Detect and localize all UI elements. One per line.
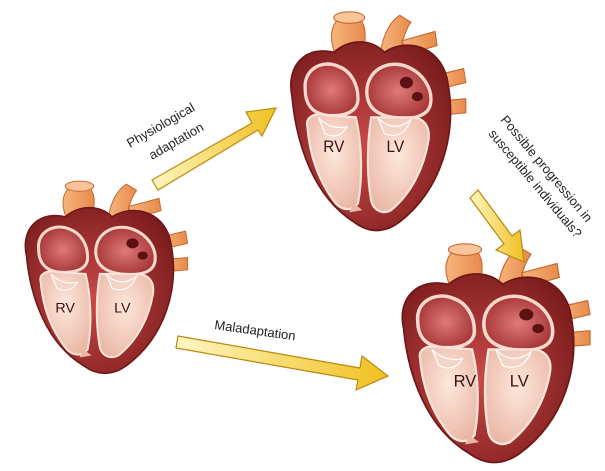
maladaptive-rv-label: RV xyxy=(454,373,477,391)
physiological-lv-label: LV xyxy=(387,139,405,156)
normal-heart: RV LV xyxy=(25,181,187,373)
maladaptive-lv-label: LV xyxy=(510,373,529,391)
physiological-rv-label: RV xyxy=(323,139,345,156)
normal-rv-label: RV xyxy=(55,301,75,317)
physiological-heart: RV LV xyxy=(291,12,466,231)
maladaptation-arrow xyxy=(176,336,388,390)
maladaptive-heart: RV LV xyxy=(402,244,590,463)
normal-lv-label: LV xyxy=(114,301,131,317)
maladaptation-label: Maladaptation xyxy=(214,317,297,343)
